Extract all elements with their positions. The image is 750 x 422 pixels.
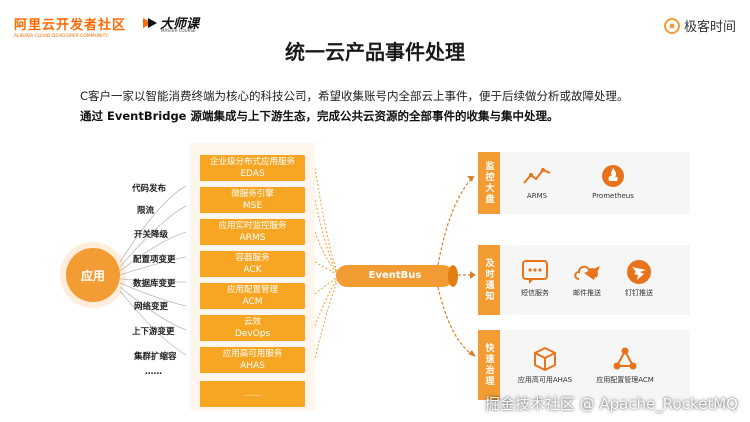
service-more: …… [200,381,305,407]
change-label: 网络变更 [134,302,169,312]
tool-label: 短信服务 [521,289,549,297]
logo-geek-text: 极客时间 [683,20,736,35]
slide-description-1: C客户一家以智能消费终端为核心的科技公司，希望收集账号内全部云上事件，便于后续做… [80,89,629,103]
logo-master-text: 大师课 [160,17,200,32]
group-governance [490,330,690,400]
dingtalk-icon [622,256,656,288]
slide-description-2: 通过 EventBridge 源端集成与上下游生态，完成公共云资源的全部事件的收… [80,109,559,123]
tool-ahas: 应用高可用AHAS [515,343,575,385]
app-node: 应用 [66,248,120,302]
alibaba-cloud-developer-logo: 阿里云开发者社区 ALIBABA CLOUD DEVELOPER COMMUNI… [14,14,126,39]
logo-ali-en: ALIBABA CLOUD DEVELOPER COMMUNITY [14,34,109,39]
mail-cloud-icon [570,256,604,288]
eventbus-node: EventBus [336,265,458,287]
tool-arms: ARMS [512,160,562,200]
slide-title: 统一云产品事件处理 [285,40,465,64]
change-label: 代码发布 [132,184,167,194]
change-label: 集群扩缩容 [134,352,177,362]
change-label: 上下游变更 [132,327,175,337]
change-label: 开关降级 [134,230,169,240]
group-monitoring [490,152,690,214]
tool-label: 应用配置管理ACM [596,376,654,384]
logo-ali-cn: 阿里云开发者社区 [14,18,127,33]
change-label: …… [145,367,162,377]
tool-sms: 短信服务 [510,256,560,298]
geektime-logo: 极客时间 [663,16,736,35]
group-monitoring-head: 监控大盘 [478,152,500,214]
logo-master-sub: MASTER COURSE [161,28,196,33]
ahas-box-icon [528,343,562,375]
tool-dingtalk: 钉钉推送 [614,256,664,298]
tool-prometheus: Prometheus [583,160,643,200]
tool-label: 应用高可用AHAS [517,376,573,384]
arms-line-icon [520,160,554,192]
group-governance-head: 快速治理 [478,330,500,400]
geektime-mark-icon [663,17,680,34]
tool-acm: 应用配置管理ACM [590,343,660,385]
sms-chat-icon [518,256,552,288]
tool-label: 邮件推送 [573,289,601,297]
prometheus-flame-icon [596,160,630,192]
watermark: 掘金技术社区 @ Apache_RocketMQ [484,395,738,413]
group-notification [490,245,690,315]
tool-label: Prometheus [592,192,634,200]
master-course-logo: 大师课 MASTER COURSE [143,13,200,33]
group-notification-head: 及时通知 [478,245,500,315]
tool-mail: 邮件推送 [562,256,612,298]
tool-label: ARMS [526,192,548,200]
acm-network-icon [608,343,642,375]
tool-label: 钉钉推送 [625,289,653,297]
master-course-mark-icon [143,17,157,28]
change-label: 数据库变更 [133,279,176,289]
change-label: 配置项变更 [133,255,176,265]
change-label: 限流 [137,206,155,216]
